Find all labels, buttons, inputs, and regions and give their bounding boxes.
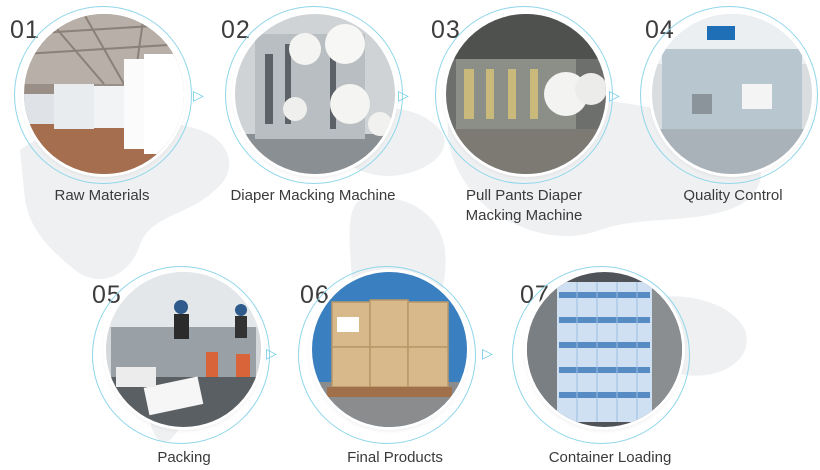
step-label: Final Products <box>347 449 443 466</box>
pull-pants-machine-photo <box>446 14 606 174</box>
chevron-right-icon: ▷ <box>266 345 277 361</box>
step-ring <box>92 266 270 444</box>
step-ring <box>14 6 192 184</box>
chevron-right-icon: ▷ <box>193 87 204 103</box>
chevron-right-icon: ▷ <box>398 87 409 103</box>
step-ring <box>512 266 690 444</box>
step-ring <box>225 6 403 184</box>
chevron-right-icon: ▷ <box>609 87 620 103</box>
step-ring <box>298 266 476 444</box>
diaper-machine-photo <box>235 14 395 174</box>
step-label: Packing <box>157 449 211 466</box>
step-ring <box>435 6 613 184</box>
container-loading-photo <box>527 272 682 427</box>
step-ring <box>640 6 818 184</box>
step-label: Container Loading <box>548 449 672 466</box>
step-label: Raw Materials <box>54 187 150 204</box>
cardboard-boxes-pallet-photo <box>312 272 467 427</box>
step-label: Pull Pants Diaper Macking Machine <box>465 187 583 224</box>
step-label: Diaper Macking Machine <box>230 187 396 204</box>
quality-control-lab-photo <box>652 14 812 174</box>
chevron-right-icon: ▷ <box>482 345 493 361</box>
packing-workers-photo <box>106 272 261 427</box>
step-label: Quality Control <box>683 187 783 204</box>
warehouse-raw-materials-photo <box>24 14 184 174</box>
